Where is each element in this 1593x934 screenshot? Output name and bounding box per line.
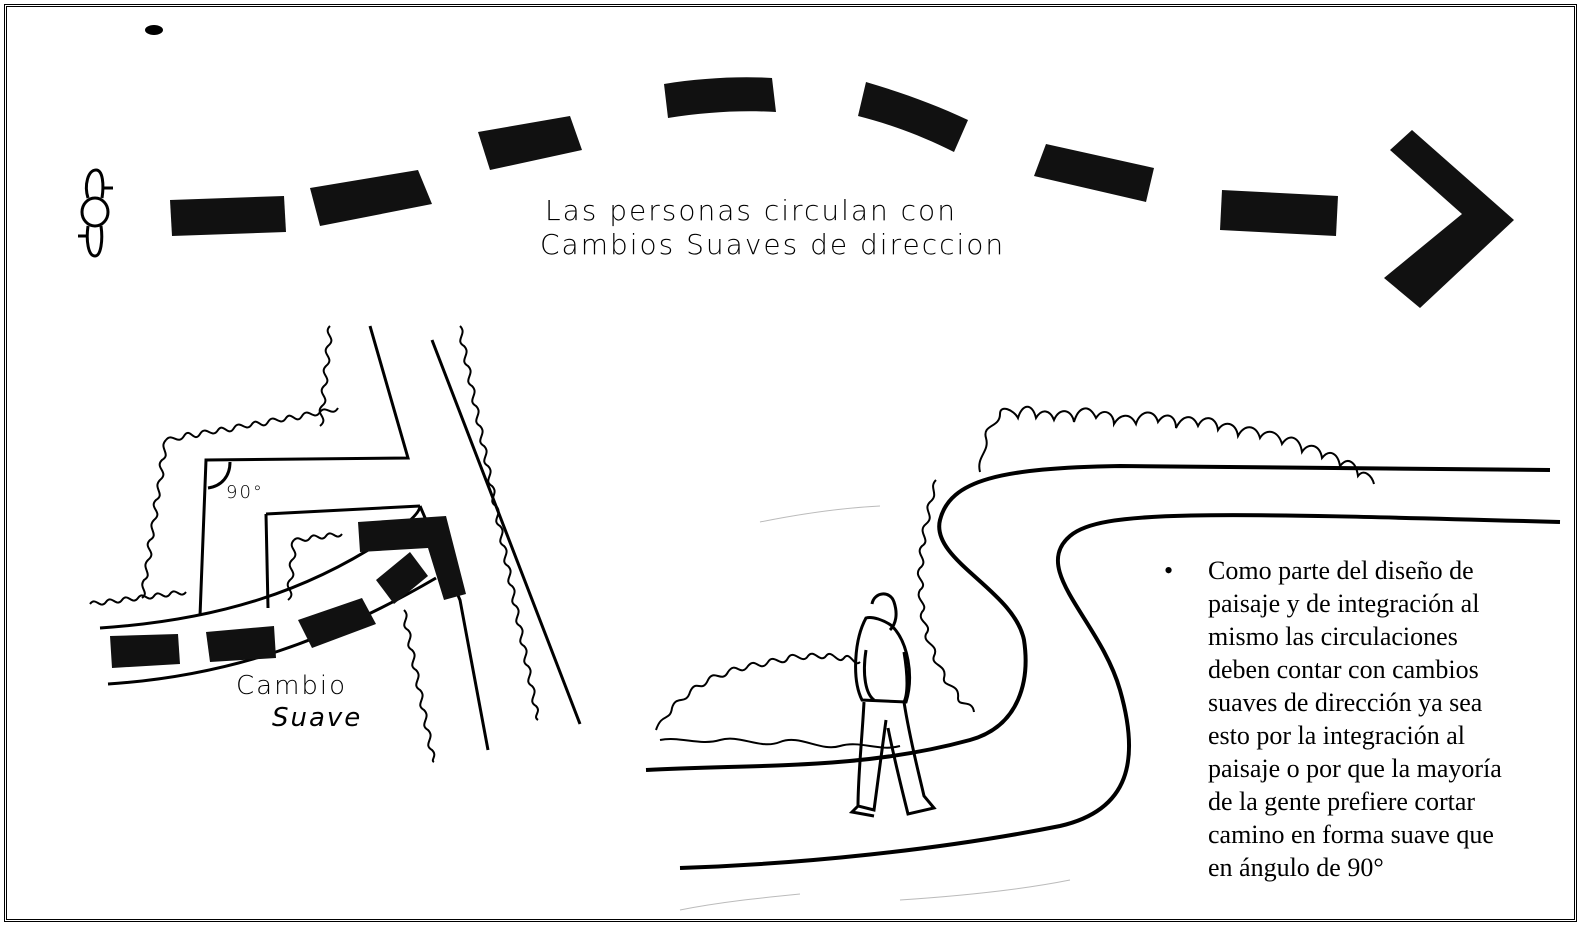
dash-4 — [664, 77, 776, 118]
caption-line-1: Las personas circulan con — [545, 194, 957, 227]
explanatory-note: Como parte del diseño de paisaje y de in… — [1164, 554, 1524, 884]
bend-label-line-2: Suave — [272, 703, 362, 733]
note-bullet: Como parte del diseño de paisaje y de in… — [1164, 554, 1524, 884]
dash-6 — [1034, 144, 1154, 202]
walking-person — [852, 594, 934, 816]
dash-2 — [310, 170, 432, 226]
angle-label: 90° — [226, 482, 264, 503]
dash-5 — [858, 82, 968, 152]
dashed-path-arrow — [170, 77, 1514, 308]
dash-3 — [478, 116, 582, 170]
dash-1 — [170, 196, 286, 236]
arrow-head — [1384, 130, 1514, 308]
ink-speck — [145, 25, 163, 35]
bend-label-line-1: Cambio — [236, 671, 347, 701]
person-figure-top — [78, 170, 113, 256]
dash-7 — [1220, 190, 1338, 236]
caption-line-2: Cambios Suaves de direccion — [540, 228, 1005, 261]
